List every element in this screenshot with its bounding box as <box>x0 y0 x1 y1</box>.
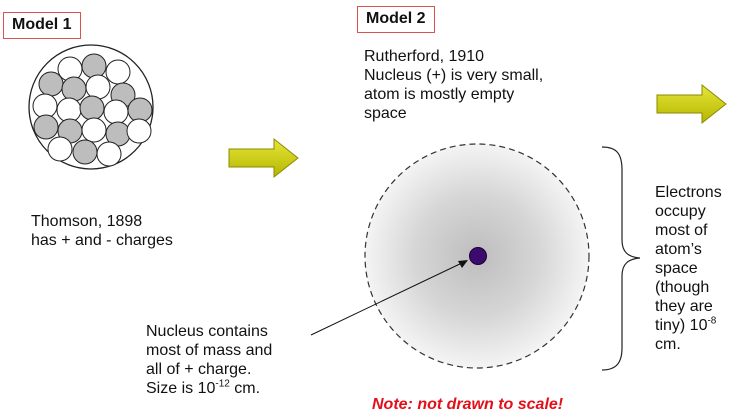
arrow-right-icon-2 <box>656 83 727 125</box>
model-1-label: Model 1 <box>3 12 81 39</box>
thomson-caption: Thomson, 1898 has + and - charges <box>31 212 173 250</box>
electrons-line8: tiny) 10-8 <box>655 316 722 335</box>
nucleus-line4-exponent: -12 <box>215 378 230 390</box>
rutherford-line4: space <box>364 105 407 122</box>
electrons-line4: atom’s <box>655 241 702 258</box>
rutherford-description: Rutherford, 1910 Nucleus (+) is very sma… <box>364 47 543 123</box>
electrons-line6: (though <box>655 279 710 296</box>
nucleus-line4-text: Size is 10 <box>146 380 216 397</box>
scale-note: Note: not drawn to scale! <box>372 396 564 413</box>
electrons-line1: Electrons <box>655 184 722 201</box>
pointer-arrow <box>310 260 468 336</box>
nucleus <box>469 247 487 265</box>
nucleus-note: Nucleus contains most of mass and all of… <box>146 322 272 398</box>
rutherford-line3: atom is mostly empty <box>364 86 515 103</box>
electrons-line5: space <box>655 260 698 277</box>
model-2-label: Model 2 <box>357 6 435 33</box>
thomson-caption-line2: has + and - charges <box>31 232 173 249</box>
nucleus-line3: all of + charge. <box>146 361 252 378</box>
electrons-line3: most of <box>655 222 708 239</box>
thomson-atom <box>28 44 154 170</box>
electrons-line8-exponent: -8 <box>707 315 717 327</box>
electrons-line9: cm. <box>655 336 681 353</box>
nucleus-line1: Nucleus contains <box>146 323 268 340</box>
electrons-line7: they are <box>655 298 713 315</box>
rutherford-line1: Rutherford, 1910 <box>364 48 485 65</box>
thomson-caption-line1: Thomson, 1898 <box>31 213 143 230</box>
arrow-right-icon <box>228 137 299 179</box>
nucleus-line2: most of mass and <box>146 342 273 359</box>
electrons-note: Electrons occupy most of atom’s space (t… <box>655 183 722 354</box>
electrons-line2: occupy <box>655 203 706 220</box>
rutherford-line2: Nucleus (+) is very small, <box>364 67 544 84</box>
nucleus-line4: Size is 10-12 cm. <box>146 379 272 398</box>
electrons-line8-text: tiny) 10 <box>655 317 708 334</box>
curly-brace <box>601 146 641 371</box>
nucleus-line4-unit: cm. <box>229 380 261 397</box>
